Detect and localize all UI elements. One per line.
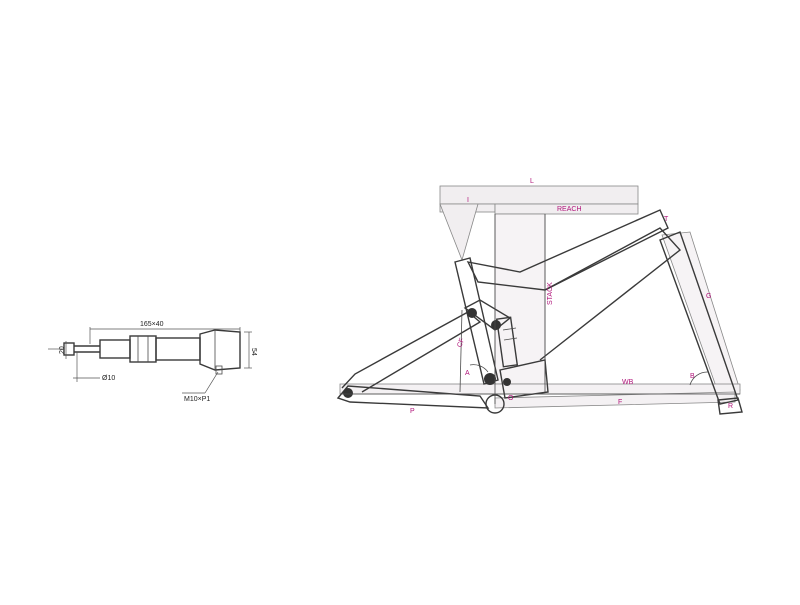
label-A: A <box>465 370 470 377</box>
pivot-rocker <box>491 320 501 330</box>
label-B: B <box>690 373 695 380</box>
label-G: G <box>706 293 711 300</box>
top-tube <box>466 209 669 291</box>
label-stack: STACK <box>547 282 554 305</box>
shock-thread-callout: M10×P1 <box>184 396 210 403</box>
shock-drawing: 165×40 20 Ø10 54 M10×P1 <box>48 321 257 403</box>
seat-angle-shade <box>439 203 479 262</box>
label-CF: CF <box>456 337 466 348</box>
label-F: F <box>618 399 622 406</box>
head-angle-area <box>661 231 741 393</box>
label-I: I <box>467 197 469 204</box>
label-R: R <box>728 403 733 410</box>
label-reach: REACH <box>557 206 582 213</box>
bottom-bracket-area <box>499 359 549 399</box>
dim-L-bar <box>439 185 639 205</box>
shock-eye-dim: 20 <box>59 346 66 354</box>
pivot-upper <box>467 308 477 318</box>
label-WB: WB <box>622 379 634 386</box>
pivot-rear <box>343 388 353 398</box>
label-T: T <box>664 216 669 223</box>
dim-reach-bar <box>494 203 639 215</box>
down-tube <box>539 227 682 361</box>
pivot-shock-lower <box>503 378 511 386</box>
shock-bore-dim: Ø10 <box>102 375 115 382</box>
seat-stay <box>341 311 482 393</box>
shock-stroke-dim: 54 <box>250 348 257 356</box>
label-P: P <box>410 408 415 415</box>
pivot-main <box>484 373 496 385</box>
seat-tube <box>454 257 499 385</box>
shock-length-dim: 165×40 <box>140 321 164 328</box>
label-O: O <box>508 395 514 402</box>
fork-dropout <box>717 397 743 415</box>
frame-drawing: L I REACH T G STACK CF A O P WB B F R <box>336 178 743 415</box>
label-L: L <box>530 178 534 185</box>
chain-stay <box>336 385 490 409</box>
rear-shock <box>495 316 519 368</box>
